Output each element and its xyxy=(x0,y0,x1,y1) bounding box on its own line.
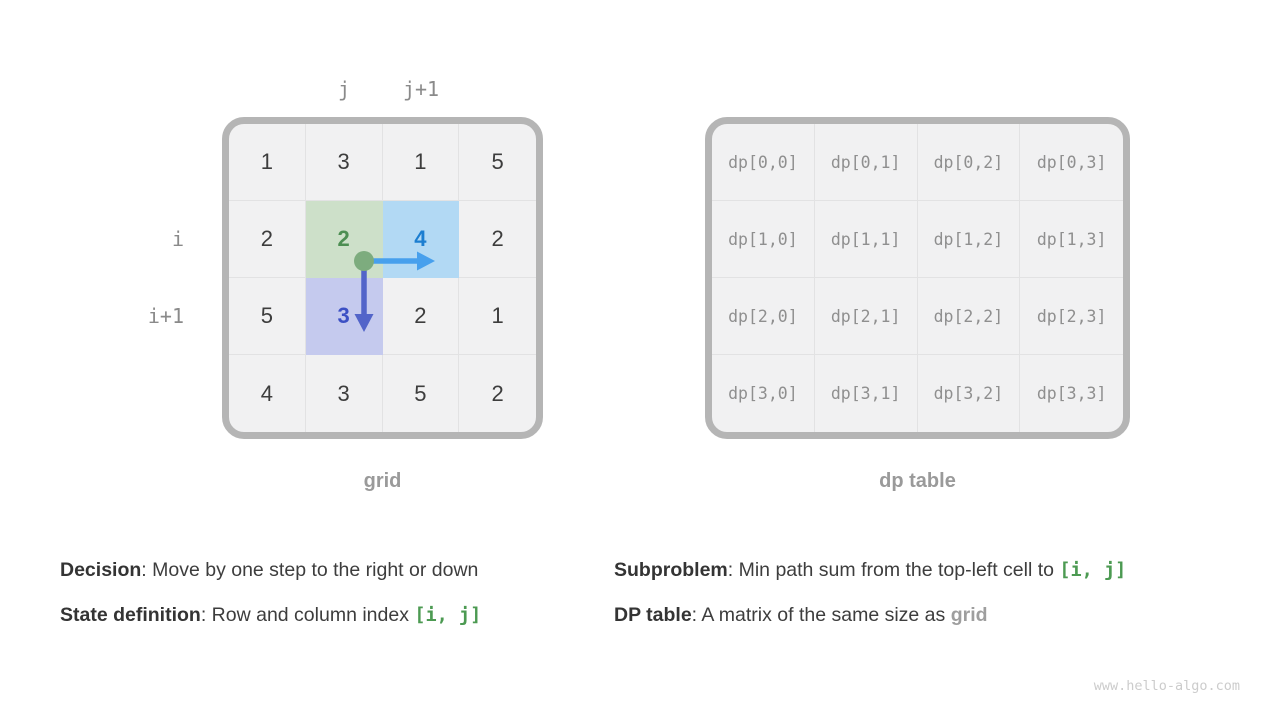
note-text: : Min path sum from the top-left cell to xyxy=(727,559,1060,581)
note-text: : A matrix of the same size as xyxy=(691,604,951,626)
grid-cells: 1 3 1 5 2 2 4 2 5 3 2 1 4 3 5 2 xyxy=(229,124,536,432)
dp-cell: dp[2,1] xyxy=(814,278,918,355)
notes-left: Decision: Move by one step to the right … xyxy=(60,558,481,648)
dp-cell: dp[2,2] xyxy=(917,278,1021,355)
dp-cell-value: dp[1,3] xyxy=(1036,229,1107,249)
note-dp-table: DP table: A matrix of the same size as g… xyxy=(614,603,1126,628)
note-text: : Row and column index xyxy=(200,604,415,626)
dp-cell-value: dp[3,2] xyxy=(933,384,1004,403)
dp-cell: dp[3,2] xyxy=(918,355,1021,432)
grid-cell: 1 xyxy=(382,124,460,201)
grid-cell-value: 2 xyxy=(414,303,427,328)
grid-cell-value: 2 xyxy=(491,380,504,406)
note-subproblem: Subproblem: Min path sum from the top-le… xyxy=(614,558,1126,583)
notes-right: Subproblem: Min path sum from the top-le… xyxy=(614,558,1126,648)
dp-cell: dp[0,1] xyxy=(814,124,918,201)
dp-cell: dp[1,1] xyxy=(814,201,918,278)
dp-cell-value: dp[3,3] xyxy=(1036,384,1107,403)
grid-cell-value: 4 xyxy=(414,226,427,251)
grid-cell-value: 1 xyxy=(491,303,504,328)
dp-cell: dp[1,0] xyxy=(712,201,815,278)
grid-cell-current: 2 xyxy=(305,201,383,278)
grid-cell: 5 xyxy=(459,124,536,201)
grid-cell-move-down: 3 xyxy=(305,278,383,355)
note-term: Subproblem xyxy=(614,559,728,581)
note-term: State definition xyxy=(60,604,201,626)
dp-cell-value: dp[2,2] xyxy=(933,306,1004,326)
grid-cell-value: 5 xyxy=(414,380,427,406)
grid-cell: 5 xyxy=(229,278,306,355)
dp-cell-value: dp[2,1] xyxy=(830,306,901,326)
grid-cell: 2 xyxy=(459,201,536,278)
grid-caption: grid xyxy=(363,470,402,492)
dp-cell: dp[2,0] xyxy=(712,278,815,355)
dp-cell: dp[3,3] xyxy=(1020,355,1123,432)
dp-cell-value: dp[0,0] xyxy=(728,152,798,172)
grid-cell-value: 2 xyxy=(491,226,504,251)
dp-cell: dp[2,3] xyxy=(1020,278,1123,355)
dp-cell-value: dp[2,0] xyxy=(728,306,798,326)
dp-cell: dp[3,1] xyxy=(815,355,918,432)
grid-cell-value: 3 xyxy=(337,149,350,174)
grid-cell: 2 xyxy=(459,355,536,432)
grid-cell: 2 xyxy=(382,278,460,355)
dp-cell-value: dp[1,0] xyxy=(728,229,798,249)
dp-cell-value: dp[3,0] xyxy=(728,384,798,403)
dp-cell-value: dp[0,2] xyxy=(933,152,1004,172)
dp-cell: dp[1,2] xyxy=(917,201,1021,278)
dp-table: dp[0,0] dp[0,1] dp[0,2] dp[0,3] dp[1,0] … xyxy=(705,117,1130,439)
dp-cell: dp[0,0] xyxy=(712,124,815,201)
dp-cell: dp[3,0] xyxy=(712,355,815,432)
dp-table-caption: dp table xyxy=(879,470,956,492)
dp-cell: dp[0,3] xyxy=(1020,124,1123,201)
grid-cell-value: 3 xyxy=(337,380,350,406)
grid-cell-value: 2 xyxy=(337,226,350,251)
grid-cell: 3 xyxy=(306,355,383,432)
grid-cell: 3 xyxy=(305,124,383,201)
dp-cell-value: dp[0,1] xyxy=(830,152,901,172)
grid-cell: 2 xyxy=(229,201,306,278)
grid-cell-value: 5 xyxy=(491,149,504,174)
grid-cell-move-right: 4 xyxy=(382,201,460,278)
note-state-definition: State definition: Row and column index [… xyxy=(60,603,481,628)
row-label-i: i xyxy=(171,227,184,251)
index-code: [i, j] xyxy=(1059,560,1127,581)
grid-cell-value: 5 xyxy=(260,303,273,328)
dp-cell: dp[1,3] xyxy=(1020,201,1123,278)
dp-cell: dp[0,2] xyxy=(917,124,1021,201)
grid-cell-value: 2 xyxy=(260,226,273,251)
watermark: www.hello-algo.com xyxy=(1093,678,1240,694)
grid-cell-value: 4 xyxy=(260,380,273,406)
grid-cell: 4 xyxy=(229,355,306,432)
grid-cell: 5 xyxy=(383,355,460,432)
row-label-i-plus-1: i+1 xyxy=(147,304,184,328)
grid-cell-value: 3 xyxy=(337,303,350,328)
dp-cell-value: dp[0,3] xyxy=(1036,152,1107,172)
grid-cell-value: 1 xyxy=(260,149,273,174)
index-code: [i, j] xyxy=(414,605,482,626)
col-label-j-plus-1: j+1 xyxy=(402,77,440,101)
dp-cells: dp[0,0] dp[0,1] dp[0,2] dp[0,3] dp[1,0] … xyxy=(712,124,1123,432)
dp-cell-value: dp[1,2] xyxy=(933,229,1004,249)
grid-reference: grid xyxy=(950,604,988,626)
note-decision: Decision: Move by one step to the right … xyxy=(60,558,481,583)
dp-cell-value: dp[3,1] xyxy=(830,384,901,403)
grid-cell-value: 1 xyxy=(414,149,427,174)
dp-cell-value: dp[2,3] xyxy=(1036,306,1107,326)
dp-cell-value: dp[1,1] xyxy=(830,229,901,249)
note-term: DP table xyxy=(614,604,692,626)
col-label-j: j xyxy=(337,77,351,101)
note-text: : Move by one step to the right or down xyxy=(141,559,479,581)
grid-cell: 1 xyxy=(229,124,306,201)
grid-cell: 1 xyxy=(459,278,536,355)
grid-table: 1 3 1 5 2 2 4 2 5 3 2 1 4 3 5 2 xyxy=(222,117,543,439)
note-term: Decision xyxy=(60,559,142,581)
